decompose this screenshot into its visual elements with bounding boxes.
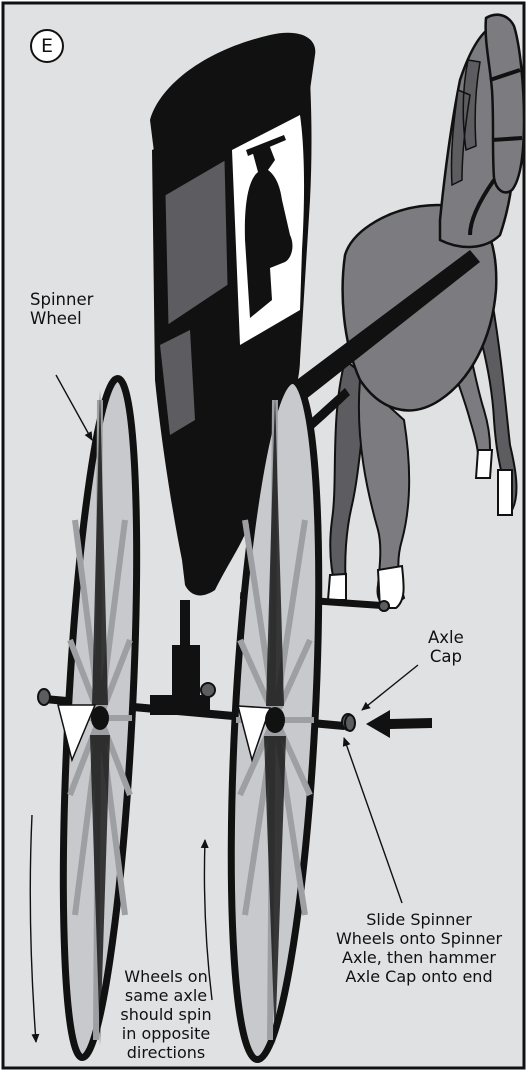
label-spinner-wheel: Spinner Wheel: [30, 290, 93, 328]
horse-hoof-3: [476, 450, 492, 478]
step-letter-badge: E: [30, 29, 64, 63]
label-spin-note: Wheels on same axle should spin in oppos…: [100, 967, 232, 1062]
label-slide-instruction: Slide Spinner Wheels onto Spinner Axle, …: [314, 910, 524, 986]
horse-hoof-4: [498, 470, 512, 515]
label-axle-cap: Axle Cap: [428, 628, 464, 666]
axle-cap: [345, 715, 355, 731]
carriage-axle-block: [172, 645, 200, 695]
carriage-bolt: [201, 683, 215, 697]
horse-hoof-1: [328, 574, 346, 600]
